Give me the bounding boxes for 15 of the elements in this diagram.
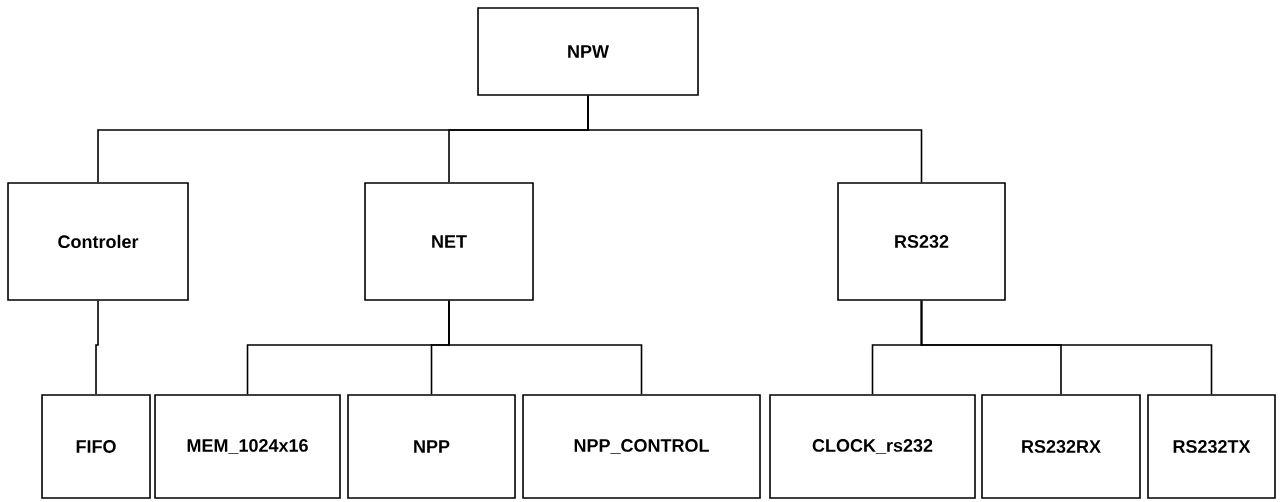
connector-line bbox=[920, 300, 1213, 395]
module-box: NPW bbox=[477, 7, 699, 96]
module-box: Controler bbox=[7, 182, 189, 301]
module-box: NET bbox=[364, 182, 534, 301]
module-box: NPP bbox=[347, 394, 516, 499]
module-box: CLOCK_rs232 bbox=[769, 394, 976, 499]
connector-line bbox=[448, 300, 643, 395]
connector-line bbox=[587, 95, 923, 183]
module-box: RS232TX bbox=[1147, 394, 1276, 499]
module-box: RS232RX bbox=[981, 394, 1141, 499]
module-box: RS232 bbox=[837, 182, 1006, 301]
connector-line bbox=[95, 300, 99, 395]
module-box: NPP_CONTROL bbox=[522, 394, 761, 499]
module-box: FIFO bbox=[41, 394, 151, 499]
module-box: MEM_1024x16 bbox=[154, 394, 341, 499]
